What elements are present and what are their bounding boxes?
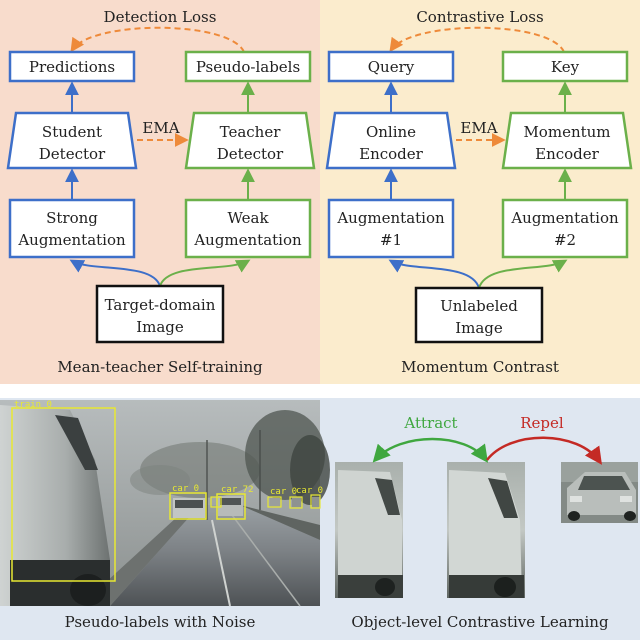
teacher-detector-line1: Teacher [220, 123, 282, 141]
target-domain-image-box [95, 284, 225, 344]
detection-boxes: train 0 car 0 car 72 car 0 car 0 [11, 400, 323, 582]
momentum-contrast-title: Momentum Contrast [401, 358, 559, 376]
attract-arrow [372, 437, 489, 463]
momentum-encoder [501, 111, 633, 170]
online-encoder [325, 111, 457, 170]
detection-label-car-5: car 0 [296, 486, 323, 496]
contrastive-loss-arrow [389, 26, 565, 53]
weak-aug-line1: Weak [227, 209, 269, 227]
query-label: Query [368, 58, 415, 76]
weak-augmentation-box [184, 198, 312, 259]
unlabeled-to-aug2-arrow [478, 259, 568, 289]
momentum-encoder-line2: Encoder [535, 145, 600, 163]
pseudo-labels-caption: Pseudo-labels with Noise [65, 613, 256, 631]
contrastive-loss-label: Contrastive Loss [416, 8, 543, 26]
strong-augmentation-box [8, 198, 136, 259]
van-crop-left [335, 462, 403, 598]
online-encoder-line1: Online [366, 123, 416, 141]
detection-loss-arrow [70, 26, 245, 53]
momentum-encoder-line1: Momentum [523, 123, 610, 141]
detection-box-car-4 [289, 496, 303, 509]
detection-label-train: train 0 [14, 400, 52, 410]
strong-aug-line2: Augmentation [17, 231, 126, 249]
contrastive-caption: Object-level Contrastive Learning [351, 613, 609, 631]
attract-label: Attract [403, 414, 457, 432]
target-domain-line2: Image [136, 318, 184, 336]
ema-label-left: EMA [142, 119, 179, 137]
predictions-label: Predictions [29, 58, 115, 76]
aug1-line1: Augmentation [336, 209, 445, 227]
input-to-weak-arrow [159, 259, 251, 287]
detection-box-car-3 [267, 496, 282, 508]
driving-scene-photo [0, 400, 330, 607]
unlabeled-line2: Image [455, 319, 503, 337]
detection-box-car-1 [169, 492, 207, 520]
repel-label: Repel [520, 414, 564, 432]
target-domain-line1: Target-domain [105, 296, 216, 314]
ema-label-right: EMA [460, 119, 497, 137]
detection-box-train [11, 407, 116, 582]
mean-teacher-title: Mean-teacher Self-training [57, 358, 263, 376]
repel-arrow [486, 436, 602, 465]
aug2-line1: Augmentation [510, 209, 619, 227]
aug2-line2: #2 [554, 231, 576, 249]
van-crop-center [447, 462, 525, 598]
student-detector-line2: Detector [39, 145, 106, 163]
key-label: Key [551, 58, 580, 76]
unlabeled-line1: Unlabeled [440, 297, 518, 315]
detection-label-car-1: car 0 [172, 484, 199, 494]
aug1-line2: #1 [380, 231, 402, 249]
query-box [327, 50, 455, 83]
detection-box-car-2b [210, 496, 222, 508]
detection-loss-label: Detection Loss [104, 8, 217, 26]
car-crop-right [561, 462, 638, 523]
student-detector [6, 111, 138, 170]
teacher-detector-line2: Detector [217, 145, 284, 163]
predictions-box [8, 50, 136, 83]
teacher-detector [184, 111, 316, 170]
key-box [501, 50, 629, 83]
student-detector-line1: Student [42, 123, 102, 141]
pseudo-labels-box [184, 50, 312, 83]
strong-aug-line1: Strong [46, 209, 98, 227]
unlabeled-to-aug1-arrow [388, 259, 480, 289]
input-to-strong-arrow [69, 259, 161, 287]
detection-label-car-2: car 72 [221, 485, 254, 495]
online-encoder-line2: Encoder [359, 145, 424, 163]
detection-box-car-5 [310, 494, 321, 509]
augmentation-2-box [501, 198, 629, 259]
weak-aug-line2: Augmentation [193, 231, 302, 249]
detection-label-car-3: car 0 [270, 487, 297, 497]
augmentation-1-box [327, 198, 455, 259]
unlabeled-image-box [414, 286, 544, 344]
pseudo-labels-label: Pseudo-labels [196, 58, 300, 76]
